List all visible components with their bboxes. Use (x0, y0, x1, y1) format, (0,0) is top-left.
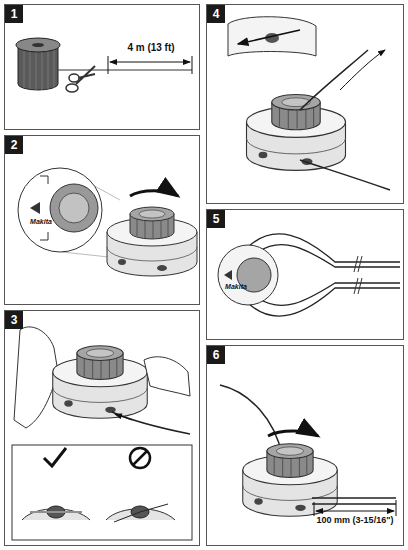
spool-hub (32, 43, 44, 47)
cutting-line (300, 50, 368, 110)
step-number: 6 (207, 346, 225, 364)
scissor-blades (76, 66, 95, 84)
knob-center (59, 193, 89, 223)
step-number: 5 (207, 210, 225, 228)
cutting-line (112, 412, 190, 434)
insert-arrow (115, 414, 132, 420)
cutting-line (300, 160, 390, 190)
step-number: 4 (207, 5, 225, 23)
cutting-line (220, 385, 282, 455)
cutting-line (30, 512, 82, 513)
cutting-line (258, 283, 400, 305)
logo-text: Makita (24, 218, 58, 226)
trimmer-head (247, 95, 346, 171)
knob-top-view (50, 184, 98, 232)
cutting-line (58, 70, 192, 71)
trimmer-head (53, 346, 148, 418)
step-panel: 5 (206, 209, 404, 340)
pull-arrow (340, 50, 385, 90)
scissor-handle (66, 84, 78, 92)
right-hand (144, 357, 190, 396)
inset-circle (18, 168, 102, 252)
cutting-line (312, 498, 396, 504)
dimension-ticks (314, 500, 396, 516)
head-top-view (218, 245, 278, 305)
dimension-line (316, 511, 394, 512)
panel-5-art (218, 234, 400, 316)
panel-3-art (12, 327, 192, 540)
trimmer-head (243, 444, 338, 516)
head-notch (40, 176, 48, 240)
cutting-line (30, 511, 82, 513)
inset-view (228, 17, 316, 56)
pull-arrow (238, 30, 300, 44)
dimension-ticks (108, 56, 192, 74)
rotate-arrow (268, 431, 318, 436)
left-hand (14, 327, 58, 428)
step-number: 3 (5, 311, 23, 329)
cutting-line (114, 504, 168, 522)
trimmer-head (107, 207, 197, 276)
rotate-arrow (130, 191, 178, 196)
alignment-arrow (224, 270, 232, 280)
step-panel: 4 (206, 4, 404, 204)
step-number: 2 (5, 136, 23, 154)
step-panel: 3 (4, 310, 200, 546)
logo-text: Makita (219, 283, 253, 291)
step-number: 1 (5, 5, 23, 23)
panel-2-art (18, 168, 197, 276)
prohibited-slash (133, 451, 147, 465)
spool-flange (16, 38, 60, 52)
scissor-handle (69, 74, 79, 82)
check-mark (44, 448, 66, 466)
dimension-label: 100 mm (3-15/16") (312, 515, 398, 526)
break-mark (354, 256, 362, 294)
step-panel: 1 (4, 4, 200, 130)
prohibited-symbol (130, 448, 150, 468)
dimension-label: 4 m (13 ft) (106, 42, 196, 54)
dimension-line (110, 62, 190, 63)
spool-hatch (24, 50, 54, 90)
panel-6-art (220, 385, 396, 516)
panel-4-art (228, 17, 390, 190)
inset-box (12, 445, 192, 540)
alignment-arrow (30, 202, 40, 214)
cutting-line (258, 245, 400, 267)
line-spool (18, 46, 58, 90)
